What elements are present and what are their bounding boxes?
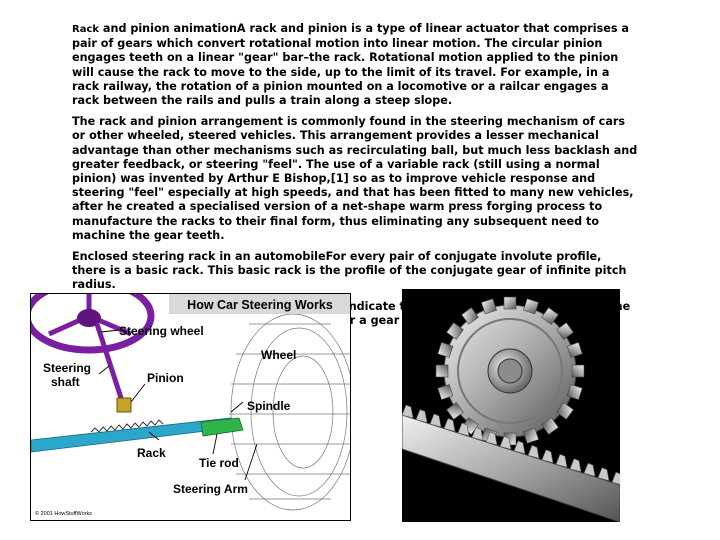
rack-tooth xyxy=(583,462,596,477)
rack-pinion-svg xyxy=(401,289,624,523)
label-steering-shaft-1: Steering xyxy=(43,361,91,375)
steering-hub xyxy=(77,309,101,327)
steering-diagram-title: How Car Steering Works xyxy=(187,298,333,312)
steering-diagram-svg: How Car Steering Works Steering wheel St… xyxy=(23,278,356,517)
gear-tooth xyxy=(566,342,583,358)
gear-tooth xyxy=(556,322,574,340)
paragraph-2: The rack and pinion arrangement is commo… xyxy=(72,115,638,242)
wheel-wireframe xyxy=(229,313,356,511)
label-spindle: Spindle xyxy=(247,399,291,413)
label-steering-shaft-2: shaft xyxy=(51,375,80,389)
tie-rod-shape xyxy=(200,417,244,437)
article-text: Rack and pinion animationA rack and pini… xyxy=(72,22,638,335)
rack-tooth xyxy=(555,453,568,468)
rack-tooth xyxy=(457,422,470,437)
gear-tooth xyxy=(461,307,479,325)
gear-tooth xyxy=(541,307,559,325)
gear-tooth xyxy=(566,384,583,400)
gear-tooth xyxy=(446,402,464,420)
label-tie-rod: Tie rod xyxy=(199,456,239,470)
gear-tooth xyxy=(571,364,585,378)
steering-shaft-shape xyxy=(94,323,126,405)
rack-tooth xyxy=(401,404,414,419)
rack-tooth xyxy=(513,440,526,455)
gear-tooth xyxy=(437,384,454,400)
paragraph-1-body: and pinion animationA rack and pinion is… xyxy=(72,22,629,108)
rack-tooth xyxy=(499,435,512,450)
rack-tooth xyxy=(443,418,456,432)
gear-tooth xyxy=(523,427,539,444)
gear-tooth xyxy=(523,298,539,315)
rack-tooth xyxy=(569,458,582,473)
rack-tooth xyxy=(597,467,610,482)
gear-tooth xyxy=(503,296,517,310)
rack-tooth xyxy=(429,413,442,428)
label-wheel: Wheel xyxy=(261,348,296,362)
copyright-text: © 2001 HowStuffWorks xyxy=(35,510,92,517)
gear-tooth xyxy=(556,402,574,420)
title-panel xyxy=(169,294,350,314)
gear-tooth xyxy=(541,417,559,435)
label-steering-arm: Steering Arm xyxy=(173,482,248,496)
gear-tooth xyxy=(446,322,464,340)
gear-tooth xyxy=(435,364,449,378)
label-rack: Rack xyxy=(137,446,166,460)
leader-lines xyxy=(98,329,258,481)
paragraph-3: Enclosed steering rack in an automobileF… xyxy=(72,250,627,292)
rack-pinion-render xyxy=(401,289,624,523)
label-steering-wheel: Steering wheel xyxy=(119,324,204,338)
pinion-shape xyxy=(116,397,132,413)
gear-tooth xyxy=(481,298,497,315)
paragraph-1-lead: Rack xyxy=(72,24,100,35)
paragraph-1: Rack and pinion animationA rack and pini… xyxy=(72,22,638,108)
rack-tooth xyxy=(527,444,540,459)
steering-diagram: How Car Steering Works Steering wheel St… xyxy=(23,278,356,521)
rack-tooth xyxy=(485,431,498,446)
rack-tooth xyxy=(471,427,484,441)
rack-tooth xyxy=(541,449,554,464)
gear-tooth xyxy=(437,342,454,358)
label-pinion: Pinion xyxy=(147,371,184,385)
steering-wheel-shape xyxy=(23,278,155,354)
rack-tooth xyxy=(415,409,428,423)
